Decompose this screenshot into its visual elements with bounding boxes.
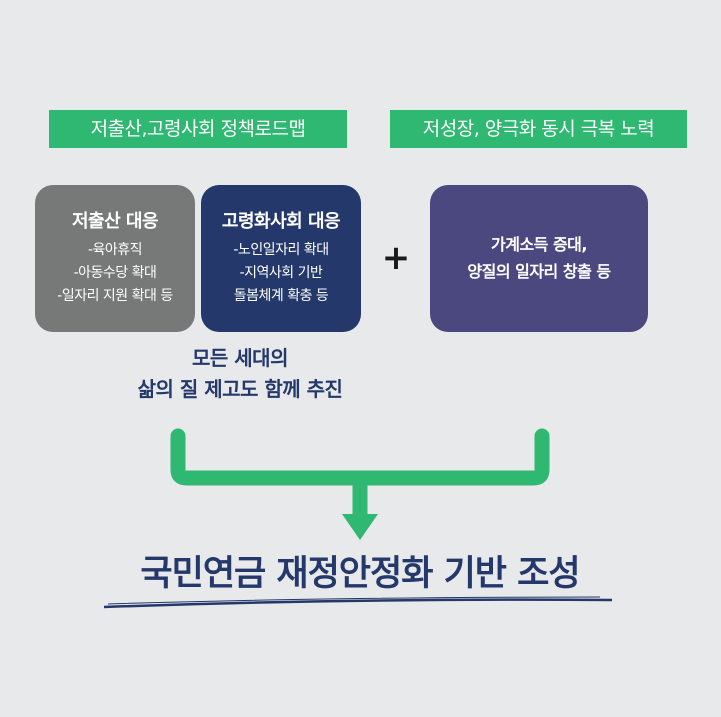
plus-icon: + [381, 238, 411, 278]
box-low-birth-line: -일자리 지원 확대 등 [57, 288, 173, 304]
box-aging-line: 돌봄체계 확충 등 [233, 288, 329, 304]
tag-low-growth-polarization: 저성장, 양극화 동시 극복 노력 [390, 110, 687, 148]
box-low-birth-line: -육아휴직 [87, 242, 143, 258]
box-low-birth-title: 저출산 대응 [71, 211, 159, 232]
all-generations-caption: 모든 세대의 삶의 질 제고도 함께 추진 [40, 343, 440, 405]
box-growth-line: 가계소득 증대, [491, 235, 587, 254]
box-aging-response: 고령화사회 대응 -노인일자리 확대 -지역사회 기반 돌봄체계 확충 등 [201, 185, 361, 332]
goal-underline [103, 598, 613, 609]
box-income-jobs: 가계소득 증대, 양질의 일자리 창출 등 [430, 185, 648, 332]
box-growth-line: 양질의 일자리 창출 등 [467, 262, 611, 281]
goal-title: 국민연금 재정안정화 기반 조성 [140, 554, 580, 594]
box-aging-line: -노인일자리 확대 [233, 242, 329, 258]
box-low-birth-line: -아동수당 확대 [73, 265, 157, 281]
arrow-head [342, 514, 378, 540]
box-aging-line: -지역사회 기반 [239, 265, 323, 281]
merge-bracket [170, 428, 550, 486]
goal-underline-2 [107, 596, 601, 605]
box-aging-title: 고령화사회 대응 [221, 211, 341, 232]
box-low-birth-response: 저출산 대응 -육아휴직 -아동수당 확대 -일자리 지원 확대 등 [35, 185, 195, 332]
all-generations-line: 삶의 질 제고도 함께 추진 [137, 377, 343, 401]
tag-low-birth-aging-roadmap: 저출산,고령사회 정책로드맵 [49, 110, 347, 148]
all-generations-line: 모든 세대의 [192, 346, 288, 370]
